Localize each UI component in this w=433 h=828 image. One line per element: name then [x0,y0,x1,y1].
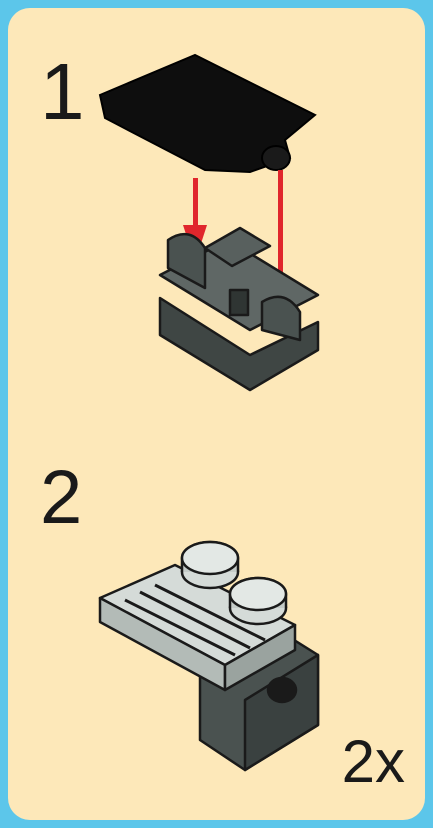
hinge-brick-piece [160,228,318,390]
plate-with-clip-assembly [100,542,318,770]
flag-tile-piece [100,55,315,172]
